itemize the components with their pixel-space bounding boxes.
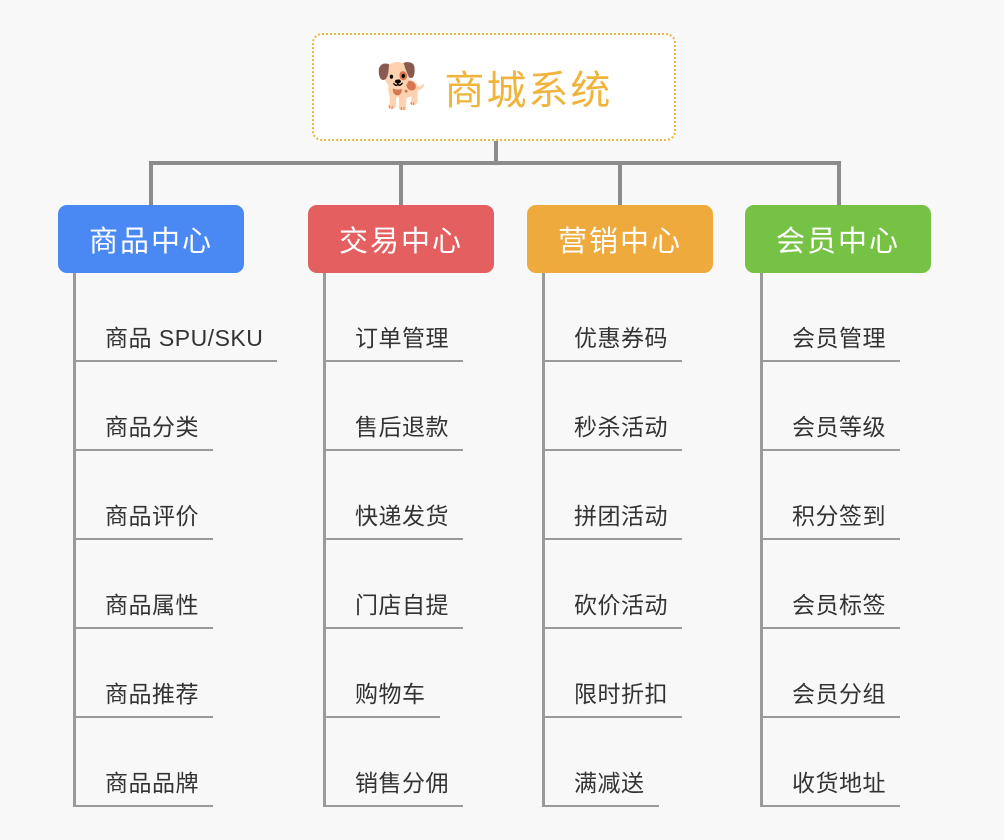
- list-item[interactable]: 砍价活动: [527, 540, 713, 629]
- list-item-label: 满减送: [574, 770, 645, 796]
- list-item[interactable]: 商品分类: [58, 362, 244, 451]
- column-header-product-center[interactable]: 商品中心: [58, 205, 244, 273]
- column-trunk-line: [73, 273, 76, 807]
- list-item-label: 商品评价: [105, 503, 199, 529]
- list-item[interactable]: 会员等级: [745, 362, 931, 451]
- list-item[interactable]: 会员分组: [745, 629, 931, 718]
- list-item[interactable]: 秒杀活动: [527, 362, 713, 451]
- list-item[interactable]: 商品属性: [58, 540, 244, 629]
- column-header-label: 交易中心: [338, 226, 463, 258]
- connector-horizontal-bus: [149, 161, 841, 165]
- column-header-label: 商品中心: [88, 226, 213, 258]
- column-body-product-center: 商品 SPU/SKU 商品分类 商品评价 商品属性 商品推荐 商品品牌: [58, 273, 278, 807]
- column-header-trade-center[interactable]: 交易中心: [308, 205, 494, 273]
- list-item[interactable]: 会员管理: [745, 273, 931, 362]
- column-header-member-center[interactable]: 会员中心: [745, 205, 931, 273]
- list-item-label: 会员分组: [792, 681, 886, 707]
- list-item-label: 商品推荐: [105, 681, 199, 707]
- connector-drop-trade-center: [399, 161, 403, 205]
- column-trunk-line: [542, 273, 545, 807]
- list-item-label: 拼团活动: [574, 503, 668, 529]
- column-marketing-center: 营销中心 优惠券码 秒杀活动 拼团活动 砍价活动 限时折扣 满减送: [527, 205, 713, 807]
- list-item-label: 砍价活动: [574, 592, 668, 618]
- list-item-label: 购物车: [355, 681, 426, 707]
- column-body-member-center: 会员管理 会员等级 积分签到 会员标签 会员分组 收货地址: [745, 273, 931, 807]
- list-item-label: 商品 SPU/SKU: [105, 325, 264, 351]
- list-item[interactable]: 购物车: [308, 629, 494, 718]
- column-product-center: 商品中心 商品 SPU/SKU 商品分类 商品评价 商品属性 商品推荐 商品品牌: [58, 205, 278, 807]
- list-item-label: 快递发货: [355, 503, 449, 529]
- list-item-label: 销售分佣: [355, 770, 449, 796]
- list-item[interactable]: 收货地址: [745, 718, 931, 807]
- list-item-label: 会员标签: [792, 592, 886, 618]
- list-item-label: 售后退款: [355, 414, 449, 440]
- list-item[interactable]: 拼团活动: [527, 451, 713, 540]
- column-header-label: 会员中心: [775, 226, 900, 258]
- list-item[interactable]: 限时折扣: [527, 629, 713, 718]
- column-trunk-line: [760, 273, 763, 807]
- column-trade-center: 交易中心 订单管理 售后退款 快递发货 门店自提 购物车 销售分佣: [308, 205, 494, 807]
- root-node[interactable]: 🐕 商城系统: [312, 33, 676, 141]
- list-item[interactable]: 销售分佣: [308, 718, 494, 807]
- list-item[interactable]: 售后退款: [308, 362, 494, 451]
- list-item[interactable]: 商品品牌: [58, 718, 244, 807]
- list-item[interactable]: 商品 SPU/SKU: [58, 273, 278, 362]
- list-item-label: 收货地址: [792, 770, 886, 796]
- list-item-label: 会员等级: [792, 414, 886, 440]
- list-item[interactable]: 优惠券码: [527, 273, 713, 362]
- list-item-label: 会员管理: [792, 325, 886, 351]
- list-item[interactable]: 快递发货: [308, 451, 494, 540]
- column-header-marketing-center[interactable]: 营销中心: [527, 205, 713, 273]
- connector-drop-member-center: [837, 161, 841, 205]
- list-item-label: 限时折扣: [574, 681, 668, 707]
- list-item[interactable]: 订单管理: [308, 273, 494, 362]
- connector-drop-product-center: [149, 161, 153, 205]
- list-item[interactable]: 会员标签: [745, 540, 931, 629]
- connector-drop-marketing-center: [618, 161, 622, 205]
- column-header-label: 营销中心: [557, 226, 682, 258]
- list-item-label: 订单管理: [355, 325, 449, 351]
- column-body-marketing-center: 优惠券码 秒杀活动 拼团活动 砍价活动 限时折扣 满减送: [527, 273, 713, 807]
- list-item-label: 商品品牌: [105, 770, 199, 796]
- list-item[interactable]: 满减送: [527, 718, 713, 807]
- list-item-label: 优惠券码: [574, 325, 668, 351]
- column-member-center: 会员中心 会员管理 会员等级 积分签到 会员标签 会员分组 收货地址: [745, 205, 931, 807]
- list-item-label: 积分签到: [792, 503, 886, 529]
- list-item[interactable]: 商品推荐: [58, 629, 244, 718]
- list-item-label: 门店自提: [355, 592, 449, 618]
- list-item-label: 秒杀活动: [574, 414, 668, 440]
- list-item-label: 商品属性: [105, 592, 199, 618]
- root-node-label: 商城系统: [444, 69, 613, 113]
- list-item[interactable]: 商品评价: [58, 451, 244, 540]
- connector-root-stem: [494, 141, 498, 165]
- column-body-trade-center: 订单管理 售后退款 快递发货 门店自提 购物车 销售分佣: [308, 273, 494, 807]
- list-item[interactable]: 门店自提: [308, 540, 494, 629]
- shiba-dog-face-icon: 🐕: [375, 62, 431, 111]
- column-trunk-line: [323, 273, 326, 807]
- list-item[interactable]: 积分签到: [745, 451, 931, 540]
- list-item-label: 商品分类: [105, 414, 199, 440]
